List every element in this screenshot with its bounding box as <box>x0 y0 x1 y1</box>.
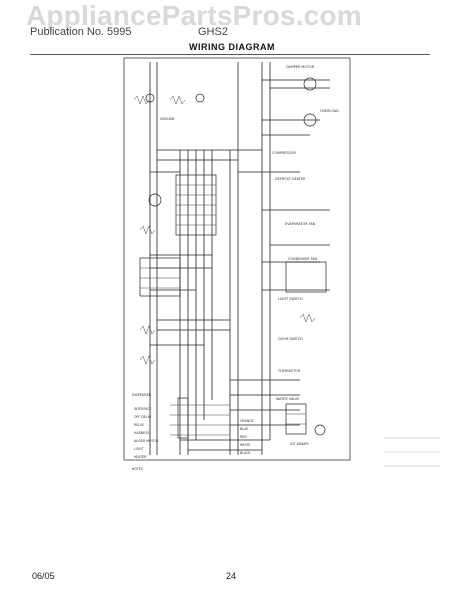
label-defrost-heater: DEFROST HEATER <box>275 177 306 181</box>
label-interface: INTERFACE <box>134 407 151 411</box>
label-overload: OVERLOAD <box>320 109 339 113</box>
page-number: 24 <box>226 571 237 581</box>
footer-date: 06/05 <box>32 571 55 581</box>
label-water-valve: WATER VALVE <box>276 397 299 401</box>
label-light: LIGHT <box>134 447 144 451</box>
label-off-delay: OFF DELAY <box>134 415 151 419</box>
label-thermistor: THERMISTOR <box>277 369 301 373</box>
terminal-blocks <box>139 174 327 439</box>
label-light-switch: LIGHT SWITCH <box>278 297 303 301</box>
label-blue: BLUE <box>240 427 248 431</box>
label-relay: RELAY <box>134 423 144 427</box>
label-door-switch: DOOR SWITCH <box>278 337 303 341</box>
label-heater: HEATER <box>134 455 147 459</box>
label-damper: DAMPER MOTOR <box>286 65 315 69</box>
label-orange: ORANGE <box>240 419 254 423</box>
header-rule <box>30 54 430 55</box>
label-cond-fan: CONDENSER FAN <box>288 257 318 261</box>
label-notes: NOTES <box>132 467 143 471</box>
label-auger: AUGER MOTOR <box>134 439 159 443</box>
model-label: GHS2 <box>198 26 228 38</box>
heater-elements <box>133 95 316 365</box>
label-evap-fan: EVAPORATOR FAN <box>285 222 316 226</box>
page-title: WIRING DIAGRAM <box>189 42 275 52</box>
label-harness: HARNESS <box>134 431 149 435</box>
label-red: RED <box>240 435 247 439</box>
faded-annotations <box>384 437 440 467</box>
component-labels: DAMPER MOTOR COMPRESSOR OVERLOAD DEFROST… <box>132 65 339 471</box>
motor-symbols <box>145 77 326 436</box>
watermark-text: AppliancePartsPros.com <box>26 0 362 31</box>
horizontal-wires <box>150 79 330 451</box>
label-compressor: COMPRESSOR <box>272 151 296 155</box>
label-white: WHITE <box>240 443 250 447</box>
label-ground: GROUND <box>160 117 175 121</box>
publication-label: Publication No. 5995 <box>30 26 132 38</box>
label-dispenser: DISPENSER <box>132 393 152 397</box>
label-black: BLACK <box>240 451 251 455</box>
diagram-frame <box>123 57 351 461</box>
label-ice-maker: ICE MAKER <box>290 442 309 446</box>
